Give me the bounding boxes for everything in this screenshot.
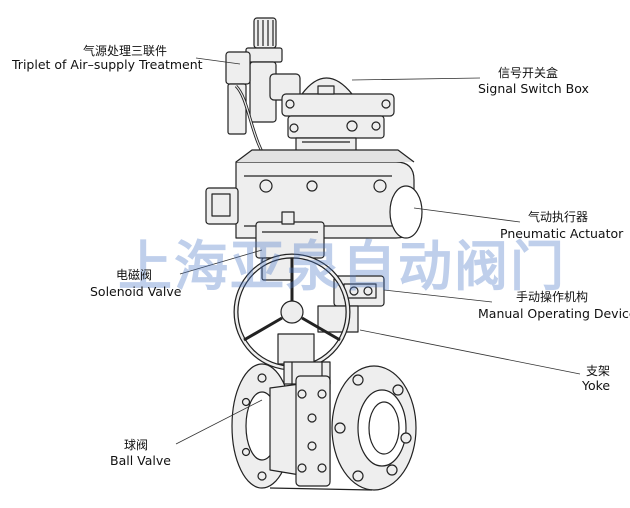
- label-signal-box-en: Signal Switch Box: [478, 81, 589, 96]
- leader-lines: [175, 57, 581, 445]
- solenoid-valve: [255, 211, 325, 281]
- label-solenoid-zh: 电磁阀: [116, 268, 153, 282]
- label-triplet-zh: 气源处理三联件: [82, 44, 167, 58]
- label-manual-en: Manual Operating Device: [478, 306, 630, 321]
- handwheel: [233, 253, 351, 371]
- label-triplet-en: Triplet of Air–supply Treatment: [12, 57, 203, 72]
- label-actuator-zh: 气动执行器: [528, 210, 589, 224]
- label-yoke-zh: 支架: [586, 364, 611, 378]
- manual-operating-device: [317, 275, 385, 333]
- label-manual-zh: 手动操作机构: [516, 290, 589, 304]
- label-signal-box-zh: 信号开关盒: [498, 66, 559, 80]
- label-yoke-en: Yoke: [582, 378, 611, 393]
- label-solenoid-en: Solenoid Valve: [90, 284, 182, 299]
- label-ball-valve-en: Ball Valve: [110, 453, 171, 468]
- pneumatic-actuator: [205, 149, 423, 239]
- label-actuator-en: Pneumatic Actuator: [500, 226, 624, 241]
- watermark-text: 上海亚泉自动阀门: [118, 235, 566, 298]
- label-ball-valve-zh: 球阀: [124, 438, 149, 452]
- ball-valve-body: [231, 363, 417, 491]
